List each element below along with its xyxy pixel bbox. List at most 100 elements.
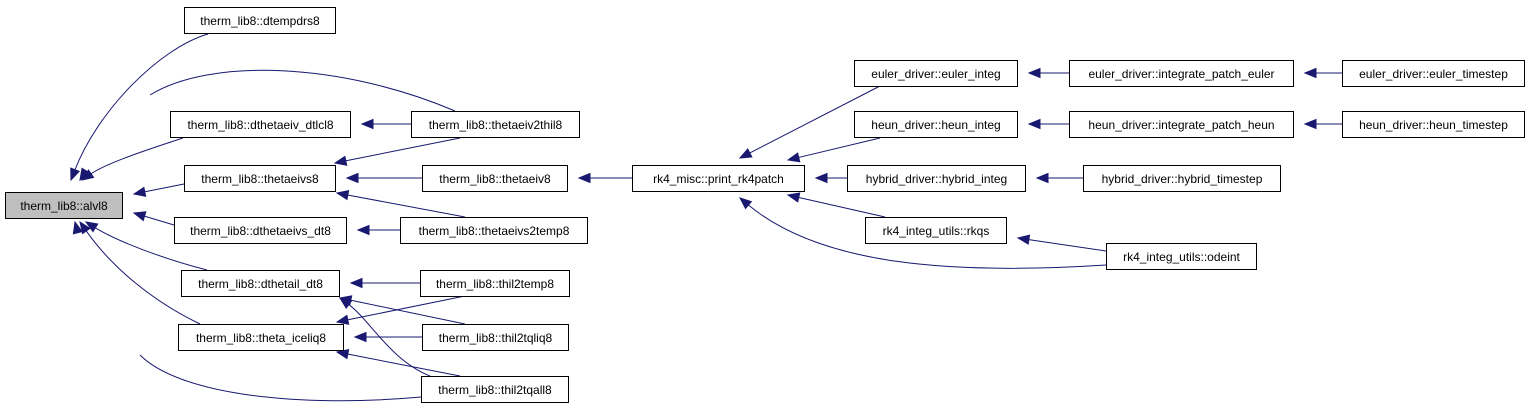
node-thetaeivs8[interactable]: therm_lib8::thetaeivs8	[184, 165, 336, 192]
edge-dthetaeiv_dtlcl8-to-alvl8	[80, 137, 184, 181]
edge-euler_timestep-to-integrate_patch_euler	[1303, 67, 1342, 79]
edge-line	[1027, 238, 1107, 252]
arrowhead-icon	[349, 277, 363, 289]
edge-print_rk4patch-to-thetaeiv8	[577, 172, 632, 184]
node-alvl8[interactable]: therm_lib8::alvl8	[5, 192, 123, 219]
node-label: therm_lib8::dthetail_dt8	[198, 277, 323, 291]
edge-line	[143, 215, 175, 226]
node-dthetail_dt8[interactable]: therm_lib8::dthetail_dt8	[181, 270, 340, 297]
edge-hybrid_timestep-to-hybrid_integ	[1035, 172, 1083, 184]
node-heun_timestep[interactable]: heun_driver::heun_timestep	[1342, 111, 1525, 138]
edge-line	[346, 194, 466, 218]
edge-line	[797, 196, 886, 218]
node-label: euler_driver::integrate_patch_euler	[1088, 67, 1274, 81]
node-rkqs[interactable]: rk4_integ_utils::rkqs	[865, 217, 1007, 244]
node-heun_integ[interactable]: heun_driver::heun_integ	[854, 111, 1018, 138]
arrowhead-icon	[132, 211, 147, 222]
edge-thetaeiv2thil8-to-dthetaeiv_dtlcl8	[360, 118, 411, 130]
node-print_rk4patch[interactable]: rk4_misc::print_rk4patch	[632, 165, 805, 192]
node-box	[420, 270, 570, 297]
node-label: therm_lib8::thil2tqall8	[438, 383, 552, 397]
node-thil2temp8[interactable]: therm_lib8::thil2temp8	[420, 270, 570, 297]
arrowhead-icon	[333, 155, 348, 166]
node-euler_integ[interactable]: euler_driver::euler_integ	[854, 60, 1018, 87]
node-label: heun_driver::heun_timestep	[1359, 118, 1508, 132]
edge-thetaeivs2temp8-to-thetaeivs8	[335, 189, 466, 218]
node-box	[184, 7, 336, 34]
node-thil2tqliq8[interactable]: therm_lib8::thil2tqliq8	[422, 324, 569, 351]
node-dthetaeiv_dtlcl8[interactable]: therm_lib8::dthetaeiv_dtlcl8	[170, 111, 351, 138]
arrowhead-icon	[80, 169, 95, 181]
node-dtempdrs8[interactable]: therm_lib8::dtempdrs8	[184, 7, 336, 34]
edge-line	[139, 354, 422, 402]
edge-odeint-to-rkqs	[1016, 234, 1107, 252]
node-box	[422, 324, 569, 351]
node-label: therm_lib8::alvl8	[20, 199, 108, 213]
arrowhead-icon	[738, 197, 753, 210]
node-box	[421, 376, 569, 403]
node-box	[1083, 165, 1281, 192]
arrowhead-icon	[1027, 67, 1041, 79]
arrowhead-icon	[335, 314, 350, 325]
edge-thil2temp8-to-dthetail_dt8	[349, 277, 420, 289]
edge-thil2temp8-to-theta_iceliq8	[335, 295, 466, 325]
arrowhead-icon	[577, 172, 591, 184]
arrowhead-icon	[79, 220, 91, 235]
node-label: euler_driver::euler_timestep	[1359, 67, 1508, 81]
node-label: therm_lib8::thetaeiv8	[439, 172, 551, 186]
node-hybrid_timestep[interactable]: hybrid_driver::hybrid_timestep	[1083, 165, 1281, 192]
edge-heun_integ-to-print_rk4patch	[786, 137, 881, 163]
arrowhead-icon	[345, 172, 359, 184]
node-thetaeiv8[interactable]: therm_lib8::thetaeiv8	[422, 165, 568, 192]
node-dthetaeivs_dt8[interactable]: therm_lib8::dthetaeivs_dt8	[174, 217, 347, 244]
node-euler_timestep[interactable]: euler_driver::euler_timestep	[1342, 60, 1525, 87]
edge-line	[94, 226, 208, 271]
arrowhead-icon	[132, 186, 147, 197]
edge-line	[74, 33, 209, 171]
edge-rkqs-to-print_rk4patch	[786, 192, 886, 218]
edge-euler_integ-to-print_rk4patch	[738, 85, 881, 159]
node-label: rk4_integ_utils::rkqs	[883, 224, 990, 238]
edge-dtempdrs8-to-alvl8	[70, 33, 209, 182]
arrowhead-icon	[786, 152, 801, 163]
node-thetaeivs2temp8[interactable]: therm_lib8::thetaeivs2temp8	[400, 217, 588, 244]
edge-integrate_patch_euler-to-euler_integ	[1027, 67, 1069, 79]
node-box	[178, 324, 344, 351]
node-label: rk4_integ_utils::odeint	[1123, 250, 1240, 264]
node-integrate_patch_heun[interactable]: heun_driver::integrate_patch_heun	[1069, 111, 1294, 138]
node-box	[1069, 60, 1294, 87]
edge-thil2tqall8-to-dthetail_dt8	[338, 297, 431, 377]
node-label: therm_lib8::dthetaeiv_dtlcl8	[187, 118, 333, 132]
edge-thil2tqliq8-to-theta_iceliq8	[353, 331, 422, 343]
arrowhead-icon	[1035, 172, 1049, 184]
node-label: therm_lib8::theta_iceliq8	[196, 331, 326, 345]
node-box	[184, 165, 336, 192]
node-box	[854, 60, 1018, 87]
node-label: therm_lib8::thil2temp8	[436, 277, 554, 291]
arrowhead-icon	[335, 349, 350, 360]
edges-layer	[70, 33, 1342, 402]
edge-thetaeiv8-to-thetaeivs8	[345, 172, 422, 184]
arrowhead-icon	[353, 331, 367, 343]
node-box	[174, 217, 347, 244]
node-odeint[interactable]: rk4_integ_utils::odeint	[1106, 243, 1257, 270]
arrowhead-icon	[814, 172, 828, 184]
node-thil2tqall8[interactable]: therm_lib8::thil2tqall8	[421, 376, 569, 403]
node-theta_iceliq8[interactable]: therm_lib8::theta_iceliq8	[178, 324, 344, 351]
node-box	[5, 192, 123, 219]
arrowhead-icon	[356, 224, 370, 236]
node-box	[847, 165, 1026, 192]
node-integrate_patch_euler[interactable]: euler_driver::integrate_patch_euler	[1069, 60, 1294, 87]
arrowhead-icon	[738, 148, 753, 159]
node-hybrid_integ[interactable]: hybrid_driver::hybrid_integ	[847, 165, 1026, 192]
node-box	[1342, 60, 1525, 87]
edge-thetaeivs2temp8-to-dthetaeivs_dt8	[356, 224, 400, 236]
node-thetaeiv2thil8[interactable]: therm_lib8::thetaeiv2thil8	[411, 111, 580, 138]
edge-dthetail_dt8-to-alvl8	[84, 221, 208, 271]
node-label: euler_driver::euler_integ	[871, 67, 1000, 81]
arrowhead-icon	[1016, 234, 1031, 245]
node-label: therm_lib8::thetaeivs2temp8	[419, 224, 570, 238]
edge-integrate_patch_heun-to-heun_integ	[1027, 118, 1069, 130]
node-box	[854, 111, 1018, 138]
